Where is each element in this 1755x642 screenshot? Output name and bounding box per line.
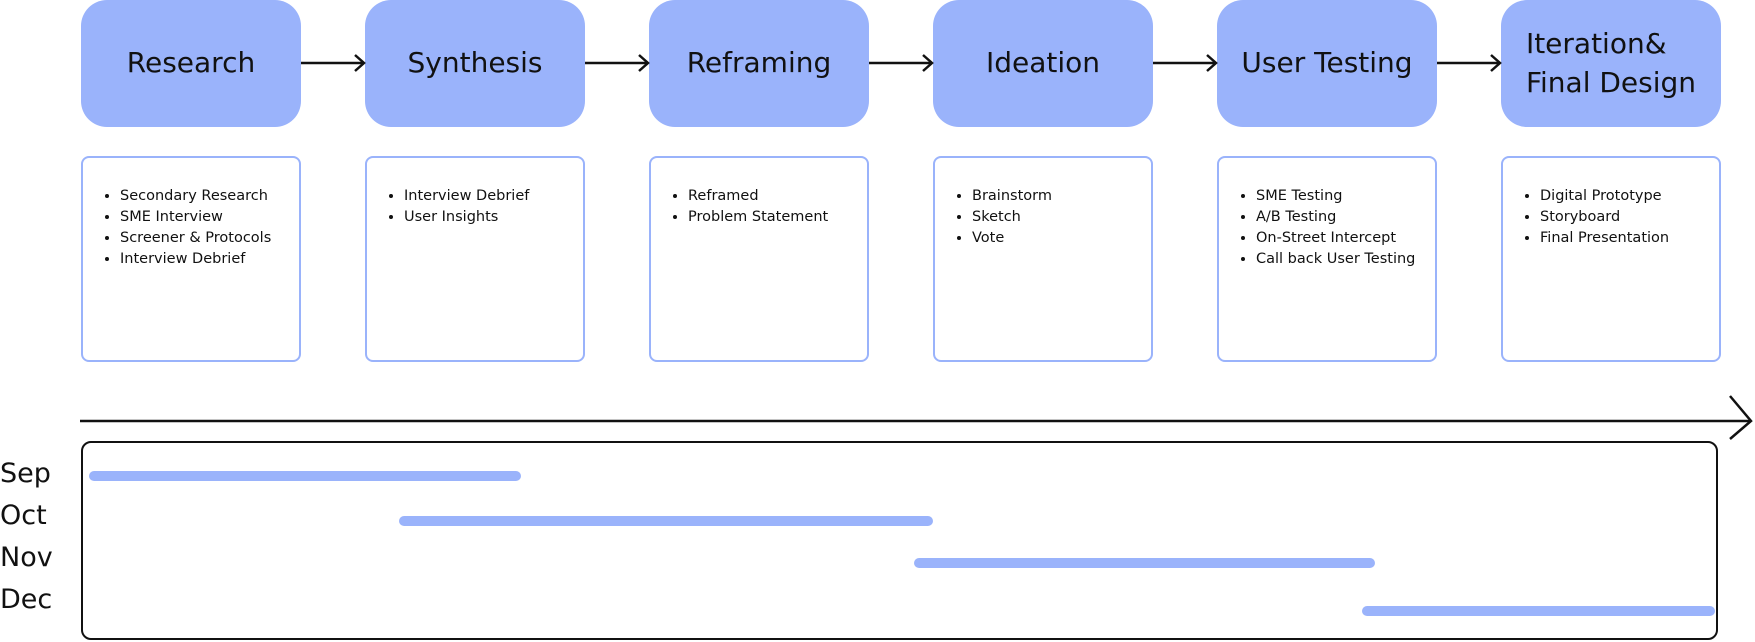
list-item: Screener & Protocols xyxy=(120,228,299,249)
stage-title-line: Final Design xyxy=(1525,65,1697,99)
list-item: Call back User Testing xyxy=(1256,249,1435,270)
activity-card-ideation: Brainstorm Sketch Vote xyxy=(933,156,1153,362)
month-label-dec: Dec xyxy=(0,584,53,615)
arrow-right-icon xyxy=(585,54,650,72)
month-label-nov: Nov xyxy=(0,542,53,573)
activity-list: Secondary Research SME Interview Screene… xyxy=(83,186,299,270)
month-label-oct: Oct xyxy=(0,500,47,531)
activity-list: Reframed Problem Statement xyxy=(651,186,867,228)
activity-list: SME Testing A/B Testing On-Street Interc… xyxy=(1219,186,1435,270)
list-item: Secondary Research xyxy=(120,186,299,207)
list-item: User Insights xyxy=(404,207,583,228)
list-item: Digital Prototype xyxy=(1540,186,1719,207)
timeline-arrow-icon xyxy=(80,395,1753,440)
stage-title: Research xyxy=(126,46,256,80)
list-item: SME Testing xyxy=(1256,186,1435,207)
activity-card-reframing: Reframed Problem Statement xyxy=(649,156,869,362)
schedule-bar-sep xyxy=(89,471,521,481)
activity-list: Interview Debrief User Insights xyxy=(367,186,583,228)
activity-list: Brainstorm Sketch Vote xyxy=(935,186,1151,249)
stage-title: Iteration& Final Design xyxy=(1506,25,1716,102)
stage-title: Synthesis xyxy=(407,46,543,80)
list-item: Brainstorm xyxy=(972,186,1151,207)
list-item: Interview Debrief xyxy=(404,186,583,207)
schedule-bar-nov xyxy=(914,558,1375,568)
schedule-bar-dec xyxy=(1362,606,1715,616)
activity-card-synthesis: Interview Debrief User Insights xyxy=(365,156,585,362)
activity-list: Digital Prototype Storyboard Final Prese… xyxy=(1503,186,1719,249)
stage-title: User Testing xyxy=(1241,46,1413,80)
arrow-right-icon xyxy=(1153,54,1218,72)
stage-iteration-final-design: Iteration& Final Design xyxy=(1501,0,1721,127)
list-item: SME Interview xyxy=(120,207,299,228)
list-item: Vote xyxy=(972,228,1151,249)
stage-user-testing: User Testing xyxy=(1217,0,1437,127)
stage-synthesis: Synthesis xyxy=(365,0,585,127)
stage-title-line: Iteration& xyxy=(1525,26,1667,60)
activity-card-final-design: Digital Prototype Storyboard Final Prese… xyxy=(1501,156,1721,362)
list-item: Storyboard xyxy=(1540,207,1719,228)
activity-card-research: Secondary Research SME Interview Screene… xyxy=(81,156,301,362)
list-item: Reframed xyxy=(688,186,867,207)
arrow-right-icon xyxy=(869,54,934,72)
schedule-bar-oct xyxy=(399,516,933,526)
list-item: Sketch xyxy=(972,207,1151,228)
stage-research: Research xyxy=(81,0,301,127)
timeline-box xyxy=(81,441,1718,640)
stage-ideation: Ideation xyxy=(933,0,1153,127)
list-item: On-Street Intercept xyxy=(1256,228,1435,249)
stage-title: Ideation xyxy=(985,46,1101,80)
stage-title: Reframing xyxy=(686,46,832,80)
list-item: Final Presentation xyxy=(1540,228,1719,249)
month-label-sep: Sep xyxy=(0,458,51,489)
list-item: Interview Debrief xyxy=(120,249,299,270)
list-item: Problem Statement xyxy=(688,207,867,228)
activity-card-user-testing: SME Testing A/B Testing On-Street Interc… xyxy=(1217,156,1437,362)
list-item: A/B Testing xyxy=(1256,207,1435,228)
stage-reframing: Reframing xyxy=(649,0,869,127)
arrow-right-icon xyxy=(1437,54,1502,72)
arrow-right-icon xyxy=(301,54,366,72)
